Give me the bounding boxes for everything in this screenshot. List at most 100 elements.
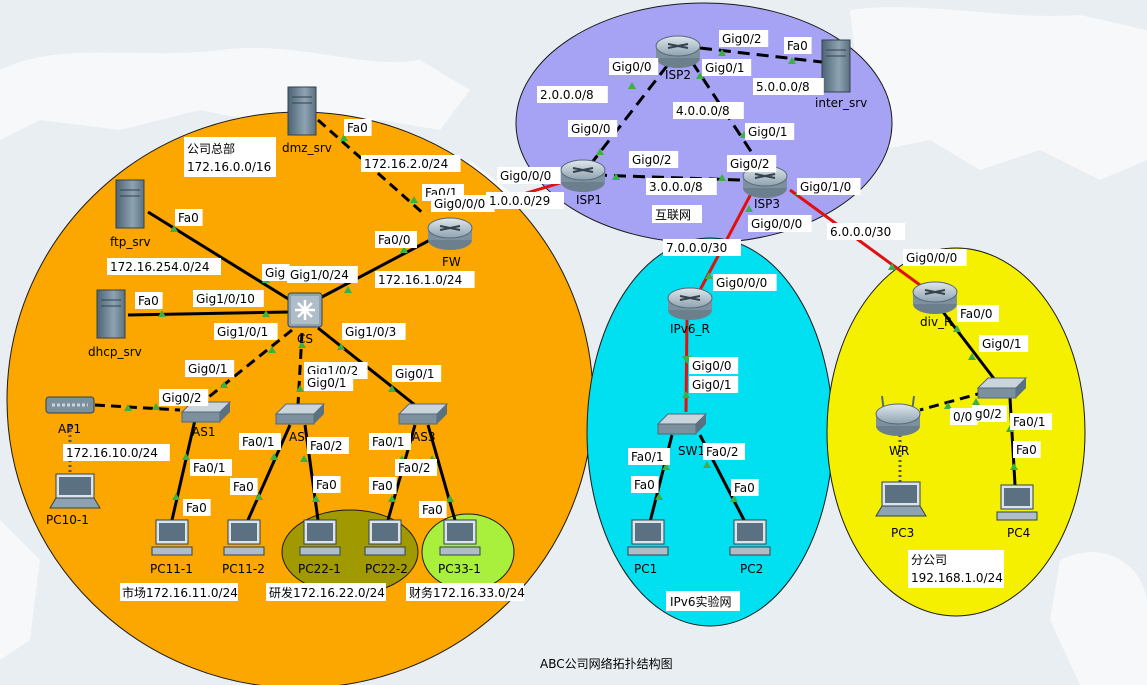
link-label-bg (135, 292, 163, 309)
device-name-dhcp-srv: dhcp_srv (88, 345, 142, 359)
port-indicator (662, 463, 670, 470)
link-as1-pc111 (170, 419, 197, 521)
laptop-icon[interactable] (875, 481, 927, 517)
router-icon[interactable] (427, 217, 473, 250)
link-label-bg (193, 290, 264, 307)
link-label-bg (646, 178, 717, 195)
switch-icon[interactable] (274, 403, 326, 425)
device-name-as1: AS1 (192, 425, 215, 439)
pc-icon[interactable] (223, 519, 265, 556)
port-indicator (953, 325, 961, 332)
switch-icon[interactable] (976, 377, 1028, 399)
port-indicator (298, 341, 306, 348)
link-label-as2-fa02: Fa0/2 (310, 439, 342, 453)
link-label-bg (797, 178, 861, 195)
pc-icon[interactable] (729, 519, 771, 556)
port-indicator (972, 398, 980, 405)
link-label-bg (486, 192, 564, 209)
device-name-ipv6-r: IPv6_R (670, 322, 710, 336)
port-indicator (270, 453, 278, 460)
pc-icon[interactable] (364, 519, 406, 556)
link-ap1-as1 (94, 403, 181, 412)
port-indicator (152, 403, 160, 410)
port-indicator (344, 286, 352, 293)
pc-icon[interactable] (627, 519, 669, 556)
port-indicators (124, 49, 1018, 502)
zone-ipv6-name: IPv6实验网 (670, 594, 732, 609)
link-isp1-isp2 (588, 61, 672, 166)
link-label-bg (950, 408, 978, 425)
link-label-bg (702, 59, 752, 76)
multilayer-switch-icon[interactable] (287, 292, 323, 328)
link-ftp-cs (147, 210, 291, 302)
link-label-cs-gig-cut: Gig (265, 266, 285, 280)
device-name-inter-srv: inter_srv (815, 96, 867, 110)
laptop-icon[interactable] (49, 473, 101, 509)
server-icon[interactable] (96, 289, 126, 339)
port-indicator (312, 495, 320, 502)
link-label-bg (361, 155, 461, 172)
link-label-bsw-00: 0/0 (953, 410, 972, 424)
router-icon[interactable] (560, 159, 606, 192)
port-indicator (705, 272, 713, 279)
devices (45, 35, 1038, 556)
link-label-bg (663, 239, 741, 256)
server-icon[interactable] (821, 39, 851, 93)
link-label-isp3-gig02: Gig0/2 (730, 157, 770, 171)
port-indicator (446, 495, 454, 502)
port-indicator (400, 246, 408, 253)
access-point-icon[interactable] (45, 396, 95, 414)
port-indicator (1010, 463, 1018, 470)
zone-internet-name: 互联网 (655, 208, 691, 222)
link-label-bg (307, 437, 349, 454)
link-label-as1-gig01: Gig0/1 (188, 362, 228, 376)
link-label-bg (629, 151, 679, 168)
pc-icon[interactable] (996, 484, 1038, 521)
pc-icon[interactable] (151, 519, 193, 556)
switch-icon[interactable] (397, 403, 449, 425)
router-icon[interactable] (655, 35, 701, 68)
device-name-pc22-1: PC22-1 (298, 562, 341, 576)
link-label-bg (713, 274, 777, 291)
zone-branch-name: 分公司 (911, 553, 947, 567)
link-label-net-172-16-10: 172.16.10.0/24 (66, 446, 158, 460)
pc-icon[interactable] (439, 519, 481, 556)
wireless-router-icon[interactable] (875, 395, 921, 436)
link-cs-as2 (296, 332, 304, 406)
link-label-bg (342, 323, 406, 340)
port-indicator (262, 310, 270, 317)
device-name-isp2: ISP2 (665, 68, 691, 82)
link-label-bg (703, 443, 745, 460)
link-label-bg (827, 223, 905, 240)
zone-hq-name: 公司总部 (187, 141, 235, 156)
device-name-div-r: div_R (920, 315, 952, 329)
link-label-net-7: 7.0.0.0/30 (666, 241, 727, 255)
link-label-pc331-fa0: Fa0 (422, 503, 443, 517)
port-indicator (888, 263, 896, 270)
link-label-pc112-fa0: Fa0 (233, 480, 254, 494)
device-name-wr: WR (889, 444, 909, 458)
link-label-pc111-fa0: Fa0 (186, 501, 207, 515)
link-label-isp2-gig01: Gig0/1 (705, 61, 745, 75)
link-label-cs-gig1024: Gig1/0/24 (290, 268, 349, 282)
link-label-bsw-g02: g0/2 (975, 407, 1002, 421)
device-name-sw1: SW1 (678, 444, 705, 458)
link-label-as2-fa01: Fa0/1 (242, 435, 274, 449)
server-icon[interactable] (115, 179, 145, 229)
link-label-bg (537, 86, 608, 103)
link-label-pc1-fa0: Fa0 (634, 478, 655, 492)
link-label-cs-gig103: Gig1/0/3 (345, 325, 396, 339)
link-label-bg (568, 120, 618, 137)
link-label-bg (262, 264, 290, 281)
port-indicator (612, 173, 620, 180)
link-label-bsw-fa01: Fa0/1 (1013, 415, 1045, 429)
router-icon[interactable] (667, 287, 713, 320)
link-label-bg (1010, 413, 1052, 430)
server-icon[interactable] (287, 86, 317, 136)
link-label-bg (689, 357, 739, 374)
pc-icon[interactable] (299, 519, 341, 556)
router-icon[interactable] (912, 281, 958, 314)
switch-icon[interactable] (656, 413, 708, 435)
